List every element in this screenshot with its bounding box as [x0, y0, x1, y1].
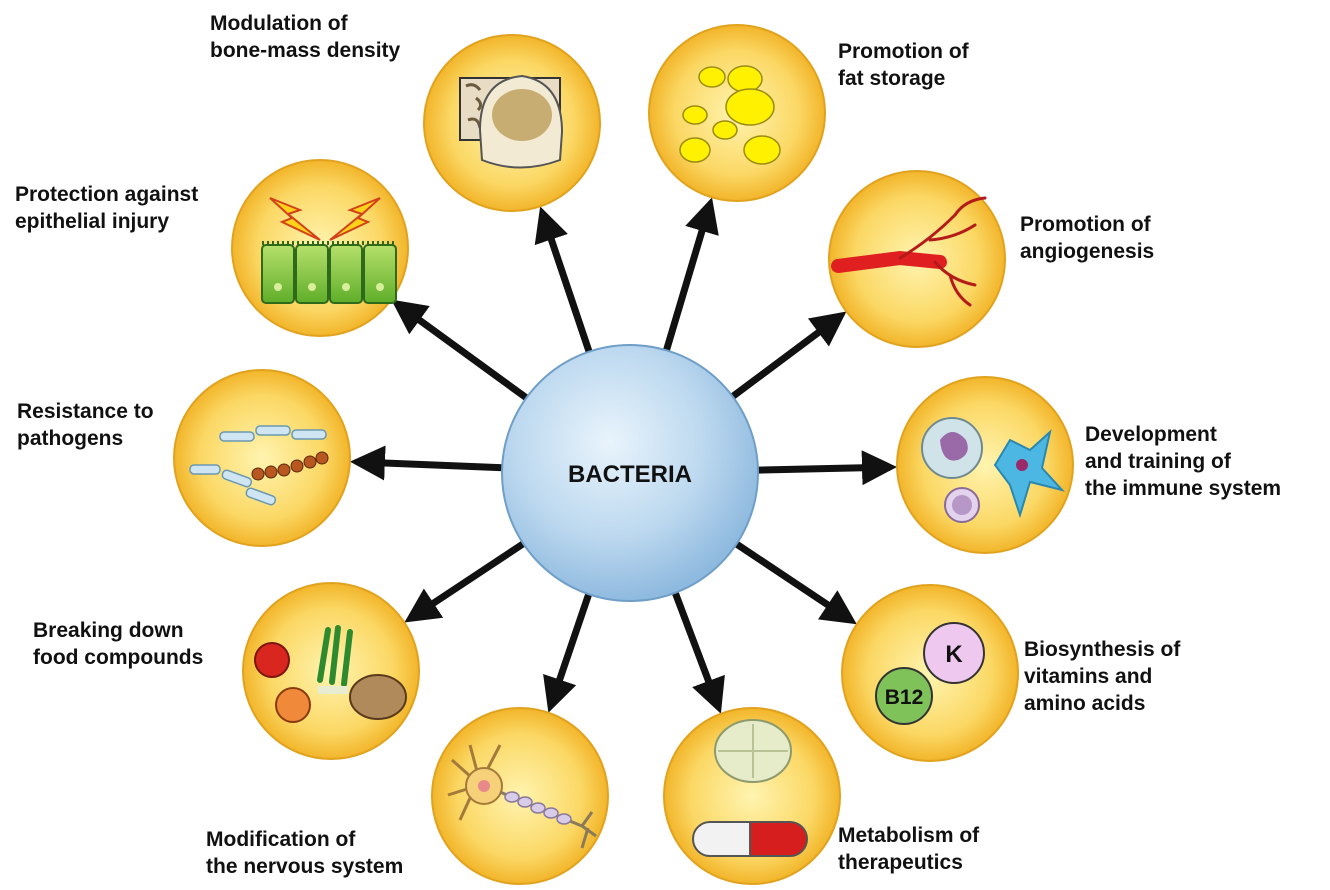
arrow-to-angio — [727, 311, 847, 402]
label-line: amino acids — [1024, 692, 1146, 715]
label-line: Biosynthesis of — [1024, 638, 1181, 661]
vitamin-b12-label: B12 — [885, 686, 924, 709]
pill-capsule-icon — [692, 719, 808, 857]
center-label: BACTERIA — [568, 461, 692, 488]
label-line: Promotion of — [1020, 213, 1151, 236]
label-line: pathogens — [17, 427, 124, 450]
arrow-to-food — [404, 538, 529, 623]
arrow-to-immune — [753, 450, 897, 486]
epithelial-cells-icon — [261, 197, 397, 304]
bacteria-chain-icon — [189, 425, 329, 506]
node-angio — [828, 170, 1006, 348]
label-line: food compounds — [33, 646, 204, 669]
immune-cells-icon — [921, 417, 1065, 523]
label-line: fat storage — [838, 67, 946, 90]
label-pathogens: Resistance to pathogens — [17, 398, 154, 452]
label-line: Metabolism of — [838, 824, 980, 847]
node-therapeutics — [663, 707, 841, 885]
label-line: therapeutics — [838, 851, 963, 874]
node-pathogens — [173, 369, 351, 547]
arrows-layer — [349, 197, 897, 714]
arrow-to-pathogens — [349, 445, 507, 481]
label-line: Development — [1085, 423, 1217, 446]
node-epithelial — [231, 159, 409, 337]
label-line: angiogenesis — [1020, 240, 1155, 263]
blood-vessel-icon — [831, 196, 987, 307]
label-line: Modification of — [206, 828, 356, 851]
label-line: Resistance to — [17, 400, 154, 423]
node-bone — [423, 34, 601, 212]
label-angio: Promotion of angiogenesis — [1020, 211, 1154, 265]
arrow-to-therapeutics — [670, 587, 725, 714]
node-immune — [896, 376, 1074, 554]
node-fat — [648, 24, 826, 202]
label-fat: Promotion of fat storage — [838, 38, 969, 92]
arrow-to-nervous — [543, 589, 594, 713]
label-vitamins: Biosynthesis of vitamins and amino acids — [1024, 636, 1180, 717]
label-line: and training of — [1085, 450, 1231, 473]
label-therapeutics: Metabolism of therapeutics — [838, 822, 979, 876]
node-vitamins: K B12 — [841, 584, 1019, 762]
label-food: Breaking down food compounds — [33, 617, 203, 671]
vitamin-k-label: K — [945, 641, 963, 668]
label-line: Modulation of — [210, 12, 348, 35]
bacteria-center: BACTERIA — [501, 344, 759, 602]
label-line: vitamins and — [1024, 665, 1153, 688]
label-nervous: Modification of the nervous system — [206, 826, 403, 880]
node-nervous — [431, 707, 609, 885]
vitamin-spheres-icon: K B12 — [875, 622, 985, 725]
node-food — [242, 582, 420, 760]
label-line: the immune system — [1085, 477, 1282, 500]
arrow-to-bone — [534, 206, 594, 357]
label-line: epithelial injury — [15, 210, 170, 233]
bone-cross-section-icon — [459, 74, 564, 169]
food-items-icon — [254, 625, 407, 723]
label-epithelial: Protection against epithelial injury — [15, 181, 198, 235]
arrow-to-vitamins — [731, 538, 857, 625]
arrow-to-fat — [661, 197, 719, 356]
label-bone: Modulation of bone-mass density — [210, 10, 400, 64]
label-line: Protection against — [15, 183, 199, 206]
label-line: Breaking down — [33, 619, 184, 642]
label-line: Promotion of — [838, 40, 969, 63]
label-immune: Development and training of the immune s… — [1085, 421, 1281, 502]
neuron-icon — [447, 744, 597, 849]
arrow-to-epithelial — [391, 299, 532, 404]
label-line: the nervous system — [206, 855, 404, 878]
fat-droplets-icon — [679, 65, 781, 165]
label-line: bone-mass density — [210, 39, 401, 62]
